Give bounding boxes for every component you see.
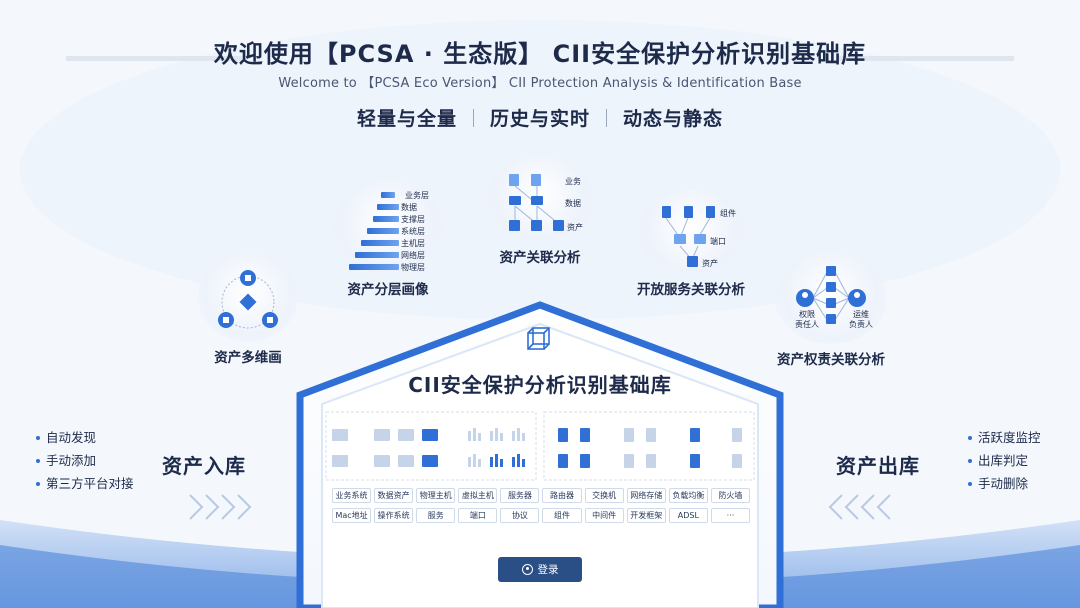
feature-layered[interactable]: 业务层 数据 支撑层 系统层 主机层 网络层 物理层 资产分层画像 — [330, 180, 446, 298]
feature-layered-icon-area: 业务层 数据 支撑层 系统层 主机层 网络层 物理层 — [333, 180, 443, 274]
responsibility-icon — [796, 266, 866, 324]
feature-relation[interactable]: 业务 数据 资产 资产关联分析 — [482, 156, 598, 266]
asset-type-tag[interactable]: 服务 — [416, 508, 456, 523]
outbound-item[interactable]: 出库判定 — [968, 449, 1041, 472]
inbound-item[interactable]: 第三方平台对接 — [36, 472, 134, 495]
feature-multi-dim-icon-area — [198, 252, 298, 342]
open-service-row-label: 资产 — [702, 259, 718, 268]
layer-label: 网络层 — [401, 251, 425, 260]
asset-type-tag[interactable]: 网络存储 — [626, 488, 666, 503]
asset-type-tag[interactable]: 端口 — [458, 508, 498, 523]
asset-type-tag[interactable]: 中间件 — [584, 508, 624, 523]
inbound-item[interactable]: 手动添加 — [36, 449, 134, 472]
asset-type-tag[interactable]: 虚拟主机 — [458, 488, 498, 503]
user-icon — [521, 564, 533, 575]
title-decor-left — [66, 56, 242, 61]
feature-relation-icon-area: 业务 数据 资产 — [485, 156, 595, 242]
core-title: CII安全保护分析识别基础库 — [408, 373, 672, 397]
asset-type-tag[interactable]: 业务系统 — [332, 488, 372, 503]
open-service-icon — [662, 206, 715, 267]
asset-type-tag[interactable]: Mac地址 — [332, 508, 372, 523]
asset-type-tags: 业务系统数据资产物理主机虚拟主机服务器路由器交换机网络存储负载均衡防火墙 Mac地… — [332, 488, 750, 523]
asset-type-tag[interactable]: 防火墙 — [710, 488, 750, 503]
login-button[interactable]: 登录 — [498, 557, 582, 582]
ops-owner-label: 运维 负责人 — [849, 310, 873, 329]
asset-type-tag[interactable]: 协议 — [500, 508, 540, 523]
tagline-divider — [472, 108, 474, 127]
bullet-icon — [968, 435, 972, 440]
inbound-list: 自动发现 手动添加 第三方平台对接 — [36, 426, 134, 495]
layer-label: 物理层 — [401, 263, 425, 272]
asset-type-tag[interactable]: 组件 — [542, 508, 582, 523]
feature-responsibility-label: 资产权责关联分析 — [777, 352, 885, 368]
layer-label: 主机层 — [401, 239, 425, 248]
title-decor-right — [838, 56, 1014, 61]
outbound-list: 活跃度监控 出库判定 手动删除 — [968, 426, 1041, 495]
page-subtitle: Welcome to 【PCSA Eco Version】 CII Protec… — [278, 76, 802, 91]
feature-open-service-icon-area: 组件 端口 资产 — [636, 190, 746, 274]
multi-dim-icon — [218, 270, 278, 329]
asset-type-tag[interactable]: 服务器 — [500, 488, 540, 503]
asset-type-tag[interactable]: 开发框架 — [626, 508, 666, 523]
asset-type-tag[interactable]: 路由器 — [542, 488, 582, 503]
feature-multi-dim-label: 资产多维画 — [214, 350, 282, 366]
bullet-icon — [36, 481, 40, 486]
page-title: 欢迎使用【PCSA · 生态版】 CII安全保护分析识别基础库 — [213, 40, 867, 68]
tagline-2: 历史与实时 — [489, 108, 590, 130]
asset-type-tag[interactable]: ADSL — [668, 508, 708, 523]
asset-type-tag[interactable]: 操作系统 — [374, 508, 414, 523]
tagline-row: 轻量与全量 历史与实时 动态与静态 — [0, 104, 1080, 131]
tagline-1: 轻量与全量 — [356, 108, 457, 130]
open-service-row-label: 端口 — [710, 237, 726, 246]
owner-label: 权限 责任人 — [795, 310, 819, 329]
asset-type-tag[interactable]: 物理主机 — [416, 488, 456, 503]
outbound-item[interactable]: 手动删除 — [968, 472, 1041, 495]
header: 欢迎使用【PCSA · 生态版】 CII安全保护分析识别基础库 Welcome … — [0, 34, 1080, 91]
bullet-icon — [968, 481, 972, 486]
bullet-icon — [36, 435, 40, 440]
outbound-heading: 资产出库 — [836, 454, 920, 478]
feature-responsibility[interactable]: 权限 责任人 运维 负责人 资产权责关联分析 — [768, 252, 894, 368]
feature-open-service-label: 开放服务关联分析 — [637, 282, 745, 298]
feature-multi-dim[interactable]: 资产多维画 — [190, 252, 306, 366]
tagline-3: 动态与静态 — [623, 108, 724, 130]
asset-type-tag[interactable]: 数据资产 — [374, 488, 414, 503]
asset-type-tag[interactable]: ··· — [710, 508, 750, 523]
feature-relation-label: 资产关联分析 — [499, 250, 581, 266]
feature-responsibility-icon-area: 权限 责任人 运维 负责人 — [775, 252, 887, 344]
open-service-row-label: 组件 — [720, 209, 736, 218]
bullet-icon — [36, 458, 40, 463]
tagline-divider — [606, 108, 607, 127]
feature-open-service[interactable]: 组件 端口 资产 开放服务关联分析 — [624, 190, 758, 298]
relation-row-label: 业务 — [565, 177, 581, 186]
relation-icon — [509, 174, 564, 231]
layer-label: 系统层 — [401, 227, 425, 236]
relation-row-label: 资产 — [567, 223, 583, 232]
feature-layered-label: 资产分层画像 — [347, 282, 429, 298]
asset-type-tag[interactable]: 交换机 — [584, 488, 624, 503]
inbound-item[interactable]: 自动发现 — [36, 426, 134, 449]
layer-label: 业务层 — [405, 191, 429, 200]
asset-type-tag[interactable]: 负载均衡 — [668, 488, 708, 503]
inbound-heading: 资产入库 — [162, 454, 246, 478]
relation-row-label: 数据 — [565, 199, 581, 208]
layer-label: 支撑层 — [401, 215, 425, 224]
outbound-item[interactable]: 活跃度监控 — [968, 426, 1041, 449]
layer-label: 数据 — [401, 203, 417, 212]
title-row: 欢迎使用【PCSA · 生态版】 CII安全保护分析识别基础库 — [0, 34, 1080, 74]
bullet-icon — [968, 458, 972, 463]
